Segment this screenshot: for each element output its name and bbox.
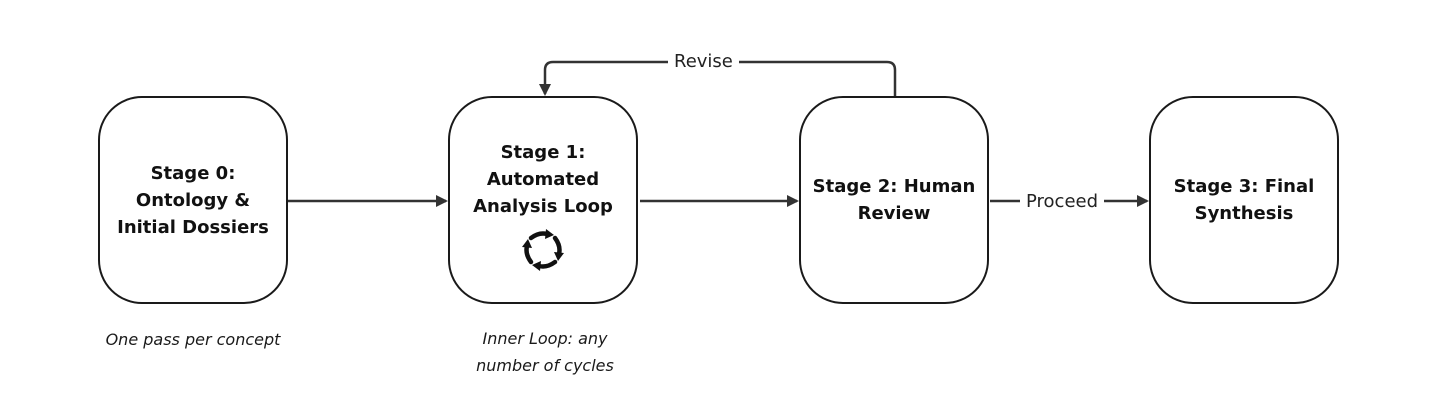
stage-1-note: Inner Loop: any number of cycles <box>476 329 614 375</box>
stage-3-box: Stage 3: Final Synthesis <box>1149 96 1339 304</box>
stage-3-title: Stage 3: Final Synthesis <box>1173 176 1315 224</box>
refresh-loop-icon <box>522 228 564 271</box>
stage-0-note: One pass per concept <box>105 330 281 349</box>
stage-0-box: Stage 0: Ontology & Initial Dossiers <box>98 96 288 304</box>
stage-2-box: Stage 2: Human Review <box>799 96 989 304</box>
stage-0-title: Stage 0: Ontology & Initial Dossiers <box>117 162 269 238</box>
stage-1-box: Stage 1: Automated Analysis Loop <box>448 96 638 304</box>
stage-2-title: Stage 2: Human Review <box>812 176 976 224</box>
proceed-edge-label: Proceed <box>1020 191 1105 213</box>
stage-1-title: Stage 1: Automated Analysis Loop <box>473 141 613 217</box>
revise-edge-label: Revise <box>668 51 739 73</box>
